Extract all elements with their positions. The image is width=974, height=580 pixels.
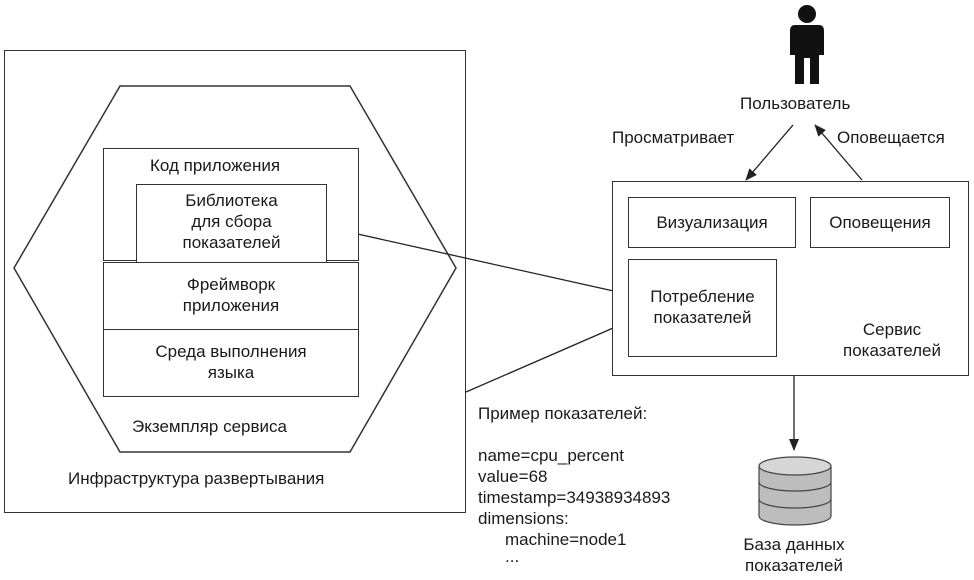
metrics-service-line-2: показателей [843, 341, 941, 360]
visualization-box: Визуализация [628, 197, 796, 248]
alerts-label: Оповещения [829, 213, 931, 232]
database-line-2: показателей [745, 556, 843, 575]
app-framework-line-1: Фреймворк [186, 275, 276, 294]
metrics-service-line-1: Сервис [862, 320, 922, 339]
service-instance-label: Экземпляр сервиса [132, 417, 287, 436]
sample-metrics: Пример показателей: name=cpu_percent val… [478, 403, 671, 566]
app-framework-box: Фреймворк приложения [103, 262, 359, 330]
metrics-library-box: Библиотека для сбора показателей [136, 184, 327, 263]
views-label: Просматривает [612, 128, 735, 147]
sample-line-name: name=cpu_percent [478, 446, 625, 465]
user-label: Пользователь [740, 94, 851, 113]
sample-line-machine: machine=node1 [505, 530, 627, 549]
metrics-library-line-2: для сбора [191, 212, 272, 231]
ingestion-line-2: показателей [653, 308, 752, 327]
metrics-service-label: Сервис показателей [827, 319, 957, 361]
database-icon [758, 456, 832, 526]
language-runtime-box: Среда выполнения языка [103, 329, 359, 397]
library-to-ingestion-arrow [325, 226, 628, 297]
sample-line-ellipsis: ... [505, 547, 520, 566]
user-views-arrow [745, 124, 794, 181]
deployment-infrastructure-label: Инфраструктура развертывания [68, 469, 325, 488]
visualization-label: Визуализация [656, 213, 768, 232]
database-label: База данных показателей [724, 534, 864, 576]
app-code-label: Код приложения [150, 156, 281, 175]
sample-line-timestamp: timestamp=34938934893 [478, 488, 671, 507]
user-person-icon [790, 5, 824, 84]
ingestion-box: Потребление показателей [628, 259, 777, 357]
language-runtime-line-1: Среда выполнения [155, 342, 307, 361]
user-notified-arrow [814, 124, 863, 181]
metrics-library-line-1: Библиотека [185, 191, 278, 210]
metrics-library-line-3: показателей [182, 233, 281, 252]
ingestion-line-1: Потребление [650, 287, 755, 306]
alerts-box: Оповещения [810, 197, 950, 248]
sample-metrics-title: Пример показателей: [478, 404, 648, 423]
sample-line-dimensions: dimensions: [478, 509, 569, 528]
language-runtime-line-2: языка [207, 363, 255, 382]
database-line-1: База данных [743, 535, 845, 554]
app-framework-line-2: приложения [182, 296, 280, 315]
sample-line-value: value=68 [478, 467, 548, 486]
infra-to-ingestion-arrow [465, 321, 628, 393]
notified-label: Оповещается [837, 128, 945, 147]
